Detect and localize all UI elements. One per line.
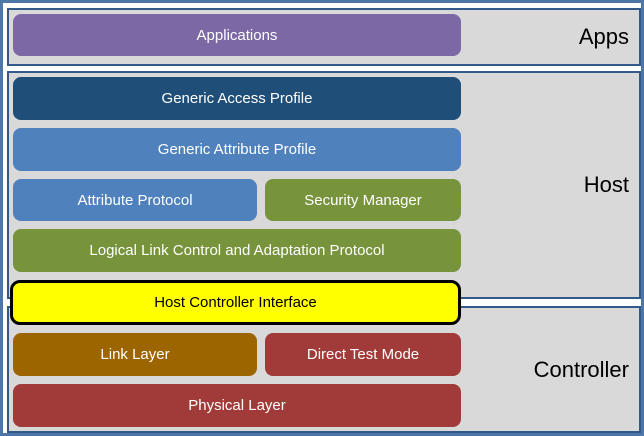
applications-box-label: Applications [196, 26, 278, 44]
link-layer-label: Link Layer [100, 346, 170, 363]
l2cap-box: Logical Link Control and Adaptation Prot… [13, 229, 461, 272]
host-controller-interface-box: Host Controller Interface [10, 280, 461, 325]
generic-attribute-profile-box: Generic Attribute Profile [13, 128, 461, 171]
host-controller-interface-label: Host Controller Interface [154, 294, 317, 311]
physical-layer-label: Physical Layer [188, 397, 286, 414]
attribute-protocol-label: Attribute Protocol [77, 191, 193, 209]
controller-section-label: Controller [533, 356, 629, 382]
attribute-protocol-box: Attribute Protocol [13, 179, 257, 221]
generic-access-profile-box: Generic Access Profile [13, 77, 461, 120]
direct-test-mode-box: Direct Test Mode [265, 333, 461, 376]
l2cap-label: Logical Link Control and Adaptation Prot… [89, 242, 385, 259]
apps-section-label: Apps [578, 24, 629, 49]
physical-layer-box: Physical Layer [13, 384, 461, 427]
direct-test-mode-label: Direct Test Mode [306, 346, 420, 363]
generic-access-profile-label: Generic Access Profile [161, 90, 313, 107]
security-manager-label: Security Manager [304, 191, 422, 209]
link-layer-box: Link Layer [13, 333, 257, 376]
applications-box: Applications [13, 14, 461, 56]
generic-attribute-profile-label: Generic Attribute Profile [157, 141, 317, 158]
host-section-label: Host [583, 172, 629, 197]
security-manager-box: Security Manager [265, 179, 461, 221]
